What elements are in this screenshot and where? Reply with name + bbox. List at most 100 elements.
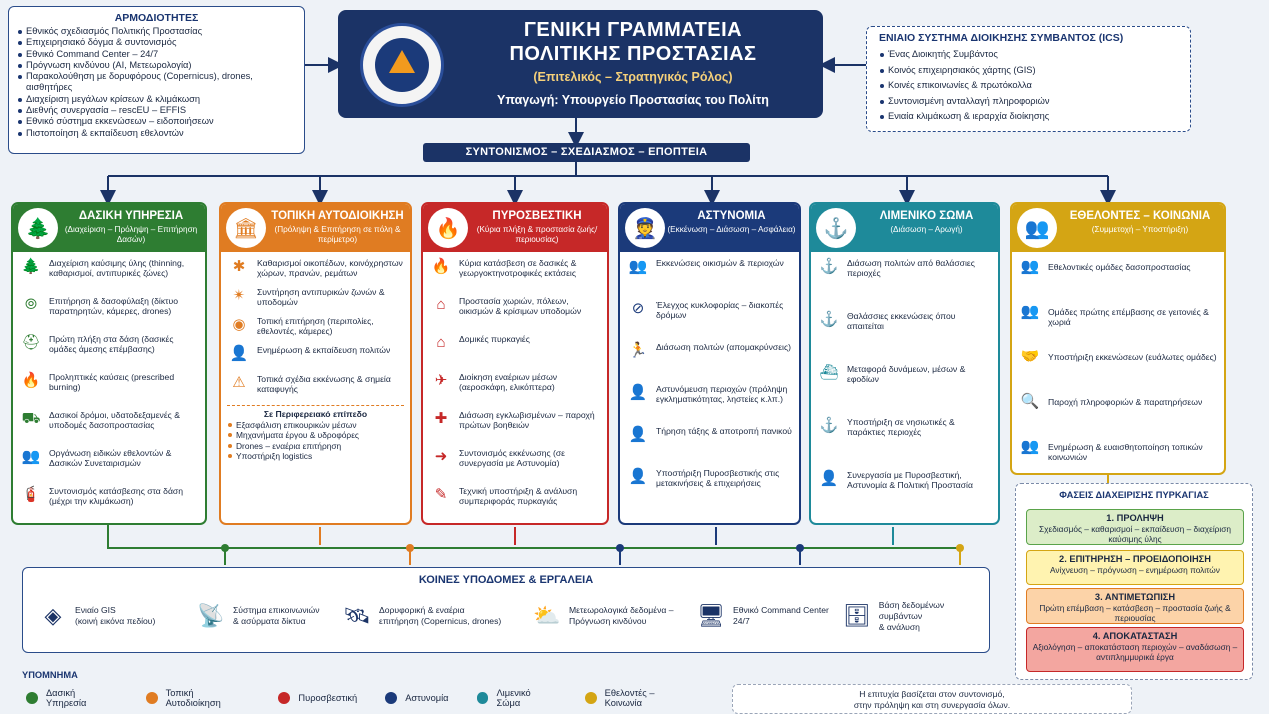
weather-icon: ⛅ (533, 603, 561, 628)
responsibilities-box: ΑΡΜΟΔΙΟΤΗΤΕΣ Εθνικός σχεδιασμός Πολιτική… (8, 6, 305, 154)
column-item: ⊘ Έλεγχος κυκλοφορίας – διακοπές δρόμων (626, 298, 795, 340)
page-title: ΓΕΝΙΚΗ ΓΡΑΜΜΑΤΕΙΑ ΠΟΛΙΤΙΚΗΣ ΠΡΟΣΤΑΣΙΑΣ (509, 19, 757, 65)
item-text: Τεχνική υποστήριξη & ανάλυση συμπεριφορά… (459, 486, 578, 507)
item-text: Τήρηση τάξης & αποτροπή πανικού (656, 426, 792, 436)
legend-swatch (145, 692, 158, 704)
legend-title: ΥΠΟΜΝΗΜΑ (22, 670, 78, 680)
civil-protection-logo (360, 23, 444, 107)
running-person-icon: 🏃 (628, 341, 648, 359)
volunteers-icon: 👥 (1017, 208, 1057, 248)
ics-title: ΕΝΙΑΙΟ ΣΥΣΤΗΜΑ ΔΙΟΙΚΗΣΗΣ ΣΥΜΒΑΝΤΟΣ (ICS) (879, 32, 1124, 44)
item-text: Έλεγχος κυκλοφορίας – διακοπές δρόμων (656, 300, 784, 321)
column-item: ⛑ Πρώτη πλήξη στα δάση (δασικές ομάδες άμ… (19, 332, 201, 370)
column-title: ΑΣΤΥΝΟΜΙΑ (697, 210, 766, 222)
community-icon: 👥 (1020, 437, 1040, 455)
group-icon: 👥 (1020, 257, 1040, 275)
item-text: Συντονισμός εκκένωσης (σε συνεργασία με … (459, 448, 566, 469)
column-item: 👥Οργάνωση ειδικών εθελοντών & Δασικών Συ… (19, 446, 201, 484)
layers-icon: ◈ (44, 603, 62, 628)
anchor-icon: ⚓ (819, 416, 839, 434)
ics-item: Ένας Διοικητής Συμβάντος (879, 47, 1178, 63)
item-text: Εκκενώσεις οικισμών & περιοχών (656, 258, 784, 268)
item-text: Διάσωση πολιτών (απομακρύνσεις) (656, 342, 791, 352)
column-fire: 🔥ΠΥΡΟΣΒΕΣΤΙΚΗ(Κύρια πλήξη & προστασία ζω… (421, 202, 609, 525)
item-text: Υποστήριξη εκκενώσεων (ευάλωτες ομάδες) (1048, 352, 1217, 362)
column-item: ✚Διάσωση εγκλωβισμένων – παροχή πρώτων β… (429, 408, 603, 446)
column-header: 👥ΕΘΕΛΟΝΤΕΣ – ΚΟΙΝΩΝΙΑ(Συμμετοχή – Υποστή… (1012, 204, 1224, 252)
ministry-subtitle: Υπαγωγή: Υπουργείο Προστασίας του Πολίτη (497, 93, 769, 107)
regional-title: Σε Περιφερειακό επίπεδο (263, 409, 368, 419)
item-text: Ομάδες πρώτης επέμβασης σε γειτονιές & χ… (1048, 307, 1209, 328)
firefighter-icon: ⛑ (21, 333, 41, 351)
item-text: Διοίκηση εναέριων μέσων (αεροσκάφη, ελικ… (459, 372, 558, 393)
column-item: ✎Τεχνική υποστήριξη & ανάλυση συμπεριφορ… (429, 484, 603, 522)
item-text: Μεταφορά δυνάμεων, μέσων & εφοδίων (847, 364, 966, 385)
column-item: 👥 Ενημέρωση & ευαισθητοποίηση τοπικών κοι… (1018, 436, 1220, 473)
column-subtitle: (Συμμετοχή – Υποστήριξη) (1091, 225, 1189, 234)
regional-item: Μηχανήματα έργου & υδροφόρες (227, 430, 404, 440)
legend-item: Πυροσβεστική (278, 688, 357, 708)
flame-icon: 🔥 (431, 257, 451, 275)
column-item: ⛴ Μεταφορά δυνάμεων, μέσων & εφοδίων (817, 362, 994, 415)
column-title: ΠΥΡΟΣΒΕΣΤΙΚΗ (492, 210, 582, 222)
column-header: 🌲ΔΑΣΙΚΗ ΥΠΗΡΕΣΙΑ(Διαχείριση – Πρόληψη – … (13, 204, 205, 252)
fire-icon: 🔥 (428, 208, 468, 248)
helping-hands-icon: 🤝 (1020, 347, 1040, 365)
satellite-icon: 🛰 (343, 603, 371, 628)
no-entry-icon: ⊘ (631, 299, 645, 317)
road-icon: ⛟ (21, 409, 41, 427)
shared-item: ⛅Μετεωρολογικά δεδομένα –Πρόγνωση κινδύν… (531, 596, 673, 636)
legend-item: Αστυνομία (385, 688, 449, 708)
responsibility-item: Πιστοποίηση & εκπαίδευση εθελοντών (17, 128, 296, 139)
helicopter-icon: ✈ (434, 371, 448, 389)
legend-label: Τοπική Αυτοδιοίκηση (165, 688, 221, 708)
column-item: ◉Τοπική επιτήρηση (περιπολίες, εθελοντές… (227, 314, 406, 343)
item-text: Ενημέρωση & εκπαίδευση πολιτών (257, 345, 391, 355)
binoculars-icon: ⦾ (24, 295, 37, 313)
footer-note: Η επιτυχία βασίζεται στον συντονισμό, στ… (732, 684, 1132, 714)
phase-name: 2. ΕΠΙΤΗΡΗΣΗ – ΠΡΟΕΙΔΟΠΟΙΗΣΗ (1059, 554, 1211, 564)
legend-label: Λιμενικό Σώμα (496, 688, 531, 708)
support-icon: 👤 (628, 467, 648, 485)
column-title: ΤΟΠΙΚΗ ΑΥΤΟΔΙΟΙΚΗΣΗ (271, 210, 404, 222)
responsibility-item: Επιχειρησιακό δόγμα & συντονισμός (17, 37, 296, 48)
house-fire-icon: ⌂ (436, 295, 446, 313)
item-text: Υποστήριξη Πυροσβεστικής στις μετακινήσε… (656, 468, 780, 489)
item-text: Διάσωση εγκλωβισμένων – παροχή πρώτων βο… (459, 410, 595, 431)
general-secretariat-header: ΓΕΝΙΚΗ ΓΡΑΜΜΑΤΕΙΑ ΠΟΛΙΤΙΚΗΣ ΠΡΟΣΤΑΣΙΑΣ (… (338, 10, 823, 118)
legend-label: Πυροσβεστική (298, 693, 358, 703)
item-text: Ενημέρωση & ευαισθητοποίηση τοπικών κοιν… (1048, 442, 1203, 463)
coordination-bar: ΣΥΝΤΟΝΙΣΜΟΣ – ΣΧΕΔΙΑΣΜΟΣ – ΕΠΟΠΤΕΙΑ (423, 143, 750, 162)
column-header: 🏛ΤΟΠΙΚΗ ΑΥΤΟΔΙΟΙΚΗΣΗ(Πρόληψη & Επιτήρηση… (221, 204, 410, 252)
responsibility-item: Διαχείριση μεγάλων κρίσεων & κλιμάκωση (17, 94, 296, 105)
legend-swatch (385, 692, 398, 704)
column-item: 🔥 Κύρια κατάσβεση σε δασικές & γεωργοκτην… (429, 256, 603, 294)
item-text: Κύρια κατάσβεση σε δασικές & γεωργοκτηνο… (459, 258, 577, 279)
item-text: Διαχείριση καύσιμης ύλης (thinning, καθα… (49, 258, 185, 279)
anchor-icon: ⚓ (816, 208, 856, 248)
column-forest: 🌲ΔΑΣΙΚΗ ΥΠΗΡΕΣΙΑ(Διαχείριση – Πρόληψη – … (11, 202, 207, 525)
evacuate-people-icon: 👥 (628, 257, 648, 275)
responsibility-item: Πρόγνωση κινδύνου (AI, Μετεωρολογία) (17, 60, 296, 71)
ics-box: ΕΝΙΑΙΟ ΣΥΣΤΗΜΑ ΔΙΟΙΚΗΣΗΣ ΣΥΜΒΑΝΤΟΣ (ICS)… (866, 26, 1191, 132)
legend-item: Δασική Υπηρεσία (26, 688, 118, 708)
column-item: ⌂Δομικές πυρκαγιές (429, 332, 603, 370)
phase-description: Σχεδιασμός – καθαρισμοί – εκπαίδευση – δ… (1039, 524, 1231, 544)
column-item: ⚓Θαλάσσιες εκκενώσεις όπου απαιτείται (817, 309, 994, 362)
item-text: Πρώτη πλήξη στα δάση (δασικές ομάδες άμε… (49, 334, 174, 355)
column-item: 👤 Υποστήριξη Πυροσβεστικής στις μετακινήσ… (626, 466, 795, 508)
officer-icon: 👤 (628, 425, 648, 443)
ics-item: Κοινές επικοινωνίες & πρωτόκολλα (879, 78, 1178, 94)
ship-icon: ⛴ (819, 363, 839, 381)
legend-label: Αστυνομία (405, 693, 449, 703)
responsibility-item: Εθνικό Command Center – 24/7 (17, 49, 296, 60)
phase-description: Αξιολόγηση – αποκατάσταση περιοχών – ανα… (1032, 642, 1238, 662)
item-text: Τοπικά σχέδια εκκένωσης & σημεία καταφυγ… (257, 374, 391, 395)
shared-item-text: Σύστημα επικοινωνιών& ασύρματα δίκτυα (233, 605, 320, 626)
suppression-icon: 🧯 (21, 485, 41, 503)
